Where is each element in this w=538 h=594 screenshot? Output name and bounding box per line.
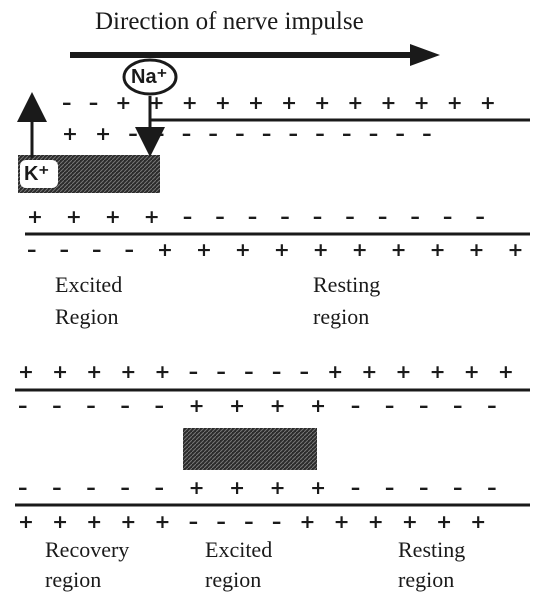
recovery-label-line2: region xyxy=(45,567,102,592)
bottom-resting-label-line1: Resting xyxy=(398,537,466,562)
top-excited-label-line1: Excited xyxy=(55,272,123,297)
axon-block-bottom xyxy=(183,428,317,470)
diagram-title: Direction of nerve impulse xyxy=(95,8,364,35)
bottom-resting-label-line2: region xyxy=(398,567,455,592)
top-outer-charges: – – + + + + + + + + + + + + xyxy=(62,92,502,114)
top-bottom-charges: – – – – + + + + + + + + + + xyxy=(27,239,532,261)
potassium-ion-label: K⁺ xyxy=(24,163,49,185)
bottom-excited-label-line1: Excited xyxy=(205,537,273,562)
bottom-bottom-charges: + + + + + – – – – + + + + + + xyxy=(18,511,492,533)
bottom-top-charges: + + + + + – – – – – + + + + + + xyxy=(18,361,520,383)
potassium-ion-badge xyxy=(20,160,58,188)
recovery-label-line1: Recovery xyxy=(45,537,130,562)
top-resting-label-line2: region xyxy=(313,304,370,329)
bottom-excited-label-line2: region xyxy=(205,567,262,592)
top-upper-inner-charges: + + – – – – – – – – – – – – xyxy=(62,123,437,145)
top-lower-inner-charges: + + + + – – – – – – – – – – xyxy=(27,206,494,228)
direction-arrow-head xyxy=(410,44,440,66)
top-excited-label-line2: Region xyxy=(55,304,119,329)
top-resting-label-line1: Resting xyxy=(313,272,381,297)
sodium-ion-label: Na⁺ xyxy=(131,66,168,88)
bottom-upper-inner-charges: – – – – – + + + + – – – – – xyxy=(18,395,506,417)
sodium-ion-oval xyxy=(122,58,178,96)
bottom-lower-inner-charges: – – – – – + + + + – – – – – xyxy=(18,477,506,499)
